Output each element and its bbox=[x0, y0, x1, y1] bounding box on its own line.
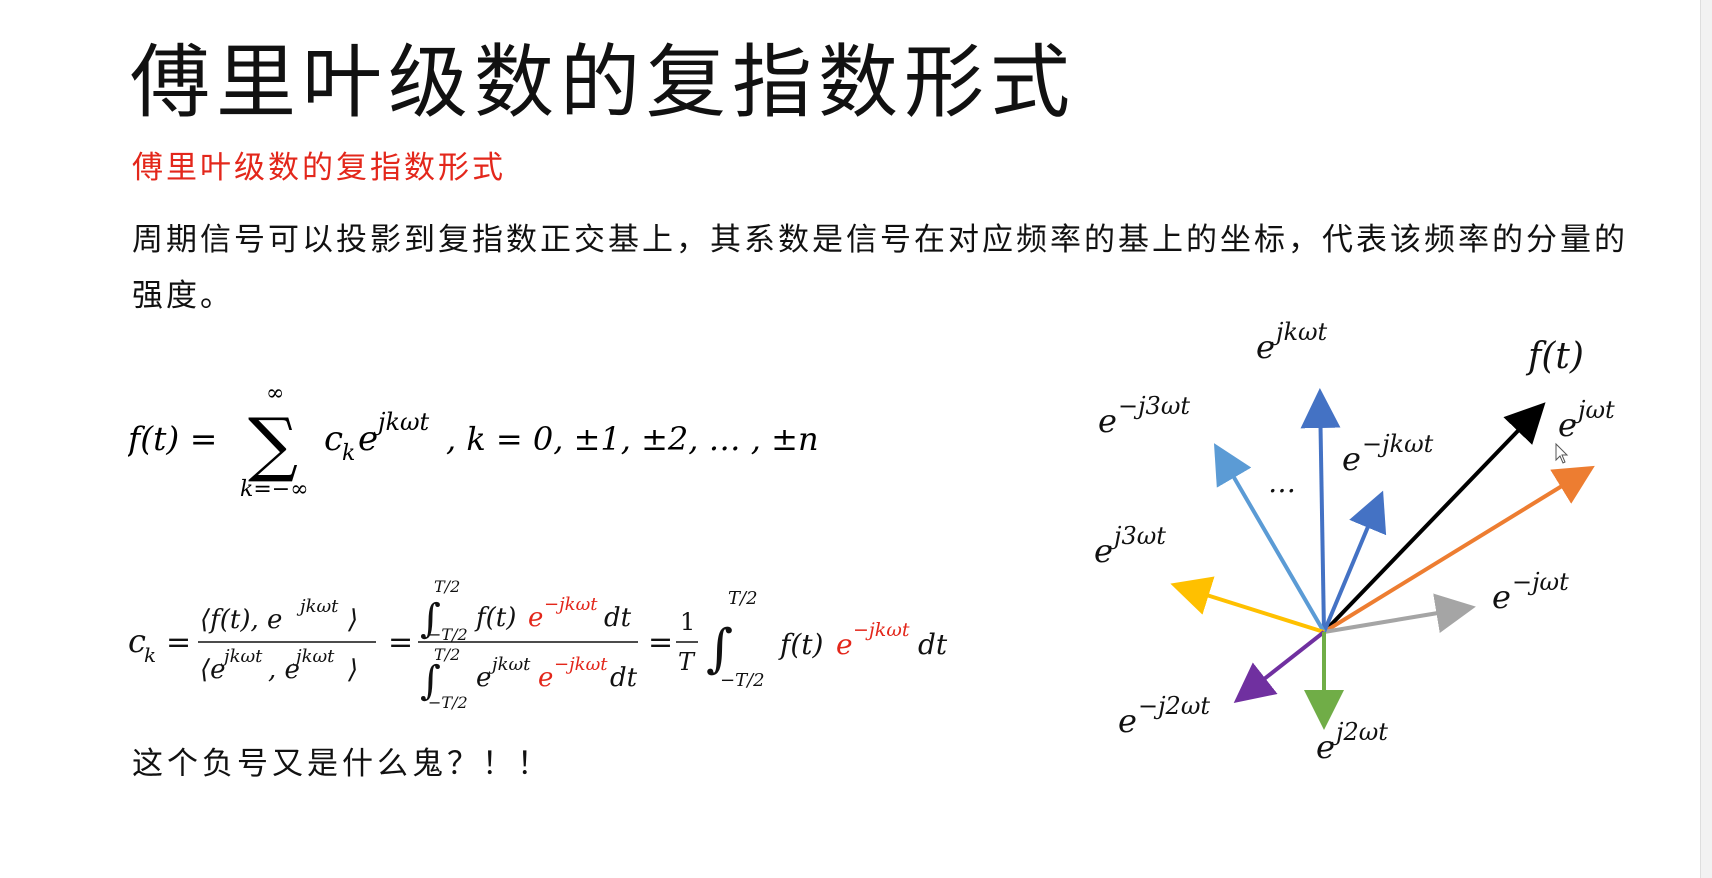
neg-exponent-denominator: −jkωt bbox=[554, 654, 608, 675]
fourier-series-formula: f(t) = ∑ ∞ k=−∞ c k e jkωt , k = 0, ±1, … bbox=[128, 381, 819, 502]
section-heading: 傅里叶级数的复指数形式 bbox=[132, 150, 506, 186]
vector-e-neg-j3wt bbox=[1213, 443, 1326, 634]
ellipsis: … bbox=[1268, 466, 1296, 499]
neg-exponent-final: −jkωt bbox=[853, 619, 910, 641]
label-e-j3wt-base: e bbox=[1094, 532, 1113, 570]
label-e-neg-j3wt-base: e bbox=[1098, 402, 1117, 440]
inner-numerator-close: ⟩ bbox=[347, 605, 358, 635]
label-f-t: f(t) bbox=[1525, 336, 1584, 377]
label-e-neg-jwt-exp: −jωt bbox=[1512, 568, 1569, 596]
label-e-jkwt-exp: jkωt bbox=[1271, 318, 1328, 346]
dt-numerator: dt bbox=[604, 603, 632, 633]
vector-e-jkwt bbox=[1300, 388, 1341, 633]
label-e-neg-j3wt-exp: −j3ωt bbox=[1118, 392, 1190, 420]
vector-e-jwt bbox=[1322, 465, 1595, 634]
pos-exponent-denominator: jkωt bbox=[488, 654, 531, 675]
coefficient-subscript: k bbox=[342, 441, 355, 466]
vector-e-j3wt bbox=[1170, 576, 1325, 634]
equals-sign-3: = bbox=[648, 625, 673, 660]
integral-sign-3: ∫ bbox=[706, 619, 733, 679]
e-numerator: e bbox=[528, 603, 543, 633]
ck-symbol: c bbox=[128, 622, 146, 660]
inner-numerator-exponent: jkωt bbox=[296, 596, 339, 617]
integral-sign-2: ∫ bbox=[420, 658, 441, 704]
equals-sign-2: = bbox=[388, 625, 413, 660]
question-text: 这个负号又是什么鬼？！！ bbox=[132, 746, 552, 782]
sum-lower-limit: k=−∞ bbox=[240, 477, 309, 502]
vector-diagram: e jkωt f(t) e jωt e −jωt e −jkωt e −j3ωt… bbox=[1094, 318, 1615, 766]
scrollbar[interactable] bbox=[1700, 0, 1712, 878]
equals-sign-1: = bbox=[166, 625, 191, 660]
e-final: e bbox=[836, 628, 853, 661]
integral-lower-1: −T/2 bbox=[428, 625, 468, 644]
ck-subscript: k bbox=[144, 643, 156, 667]
integral-sign-1: ∫ bbox=[420, 596, 441, 642]
coefficient-c: c bbox=[324, 419, 343, 459]
ft-final: f(t) bbox=[778, 628, 823, 661]
label-e-j2wt-exp: j2ωt bbox=[1331, 718, 1388, 746]
label-e-j2wt-base: e bbox=[1316, 728, 1335, 766]
inner-product-numerator: ⟨f(t), e bbox=[200, 605, 282, 635]
dt-final: dt bbox=[918, 628, 948, 661]
label-e-neg-jkwt-exp: −jkωt bbox=[1362, 430, 1434, 458]
label-e-neg-jwt-base: e bbox=[1492, 578, 1511, 616]
sum-upper-limit: ∞ bbox=[266, 381, 284, 406]
label-e-neg-jkwt-base: e bbox=[1342, 440, 1361, 478]
e-denominator: e bbox=[476, 663, 491, 693]
label-e-jwt-exp: jωt bbox=[1573, 396, 1615, 424]
label-e-neg-j2wt-base: e bbox=[1118, 702, 1137, 740]
coefficient-formula: c k = ⟨f(t), e jkωt ⟩ ⟨e jkωt , e jkωt ⟩… bbox=[128, 577, 948, 712]
vector-e-neg-jkwt bbox=[1322, 490, 1387, 633]
label-e-jkwt-base: e bbox=[1256, 328, 1275, 366]
exponent: jkωt bbox=[373, 408, 430, 436]
label-e-jwt-base: e bbox=[1558, 406, 1577, 444]
e-red-denominator: e bbox=[538, 663, 553, 693]
description-paragraph: 周期信号可以投影到复指数正交基上，其系数是信号在对应频率的基上的坐标，代表该频率… bbox=[132, 222, 1628, 314]
inner-product-denominator: ⟨e bbox=[200, 655, 226, 685]
integral-upper-1: T/2 bbox=[434, 577, 460, 596]
integral-upper-2: T/2 bbox=[434, 645, 460, 664]
one-over-numerator: 1 bbox=[680, 608, 695, 636]
inner-denominator-mid: , e bbox=[268, 655, 300, 685]
ft-numerator: f(t) bbox=[474, 603, 516, 633]
integral-lower-2: −T/2 bbox=[428, 693, 468, 712]
inner-denominator-close: ⟩ bbox=[347, 655, 358, 685]
sum-sign: ∑ bbox=[248, 403, 298, 485]
slide-title: 傅里叶级数的复指数形式 bbox=[130, 36, 1076, 129]
integral-upper-3: T/2 bbox=[728, 588, 758, 609]
integral-lower-3: −T/2 bbox=[720, 670, 765, 691]
exponential-base: e bbox=[358, 419, 378, 459]
vector-e-neg-jwt bbox=[1323, 593, 1476, 634]
inner-denominator-exponent-1: jkωt bbox=[220, 646, 263, 667]
formula1-lhs: f(t) = bbox=[128, 419, 217, 458]
label-e-neg-j2wt-exp: −j2ωt bbox=[1138, 692, 1210, 720]
mouse-cursor-icon bbox=[1555, 442, 1569, 464]
one-over-denominator: T bbox=[678, 648, 696, 676]
vector-e-neg-j2wt bbox=[1233, 630, 1326, 703]
vector-f-t bbox=[1322, 402, 1546, 634]
neg-exponent-numerator: −jkωt bbox=[544, 594, 598, 615]
label-e-j3wt-exp: j3ωt bbox=[1109, 522, 1166, 550]
index-condition: , k = 0, ±1, ±2, … , ±n bbox=[446, 420, 819, 458]
inner-denominator-exponent-2: jkωt bbox=[292, 646, 335, 667]
dt-denominator: dt bbox=[610, 663, 638, 693]
